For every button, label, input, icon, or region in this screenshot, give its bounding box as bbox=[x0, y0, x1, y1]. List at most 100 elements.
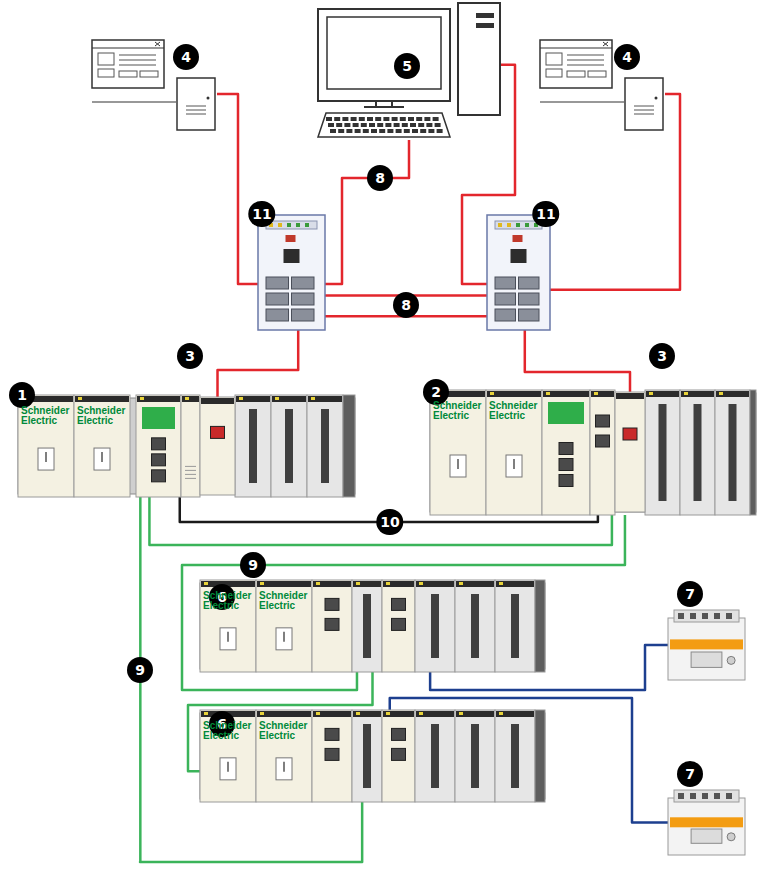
rack-module bbox=[352, 580, 382, 672]
ethernet-module-drawing bbox=[200, 397, 235, 495]
ethernet-switch-drawing bbox=[487, 215, 550, 330]
led bbox=[499, 582, 503, 585]
ethernet-port bbox=[152, 470, 166, 482]
server-tower bbox=[625, 78, 663, 130]
rack-module bbox=[307, 395, 343, 497]
key bbox=[377, 123, 383, 127]
key bbox=[392, 117, 398, 121]
server-tower bbox=[177, 78, 215, 130]
rack-module bbox=[495, 580, 535, 672]
led bbox=[296, 223, 300, 227]
stroke bbox=[513, 459, 515, 469]
monitor bbox=[318, 9, 450, 101]
key bbox=[344, 123, 350, 127]
power-meter-drawing bbox=[668, 610, 745, 680]
meter-display bbox=[691, 652, 722, 667]
key bbox=[363, 129, 369, 133]
rack-module bbox=[495, 710, 535, 802]
cpu-display bbox=[142, 407, 175, 429]
module-body bbox=[200, 397, 235, 495]
stroke bbox=[185, 466, 196, 467]
led bbox=[419, 712, 423, 715]
ethernet-port bbox=[392, 598, 406, 610]
callout-number: 11 bbox=[532, 201, 559, 227]
callout-number: 5 bbox=[394, 53, 420, 79]
rack-module bbox=[455, 710, 495, 802]
led bbox=[499, 712, 503, 715]
led bbox=[260, 582, 264, 585]
key bbox=[412, 129, 418, 133]
rack-module bbox=[455, 580, 495, 672]
terminal-block bbox=[674, 790, 739, 802]
ethernet-port bbox=[292, 309, 315, 321]
module-top bbox=[496, 711, 534, 717]
stroke bbox=[567, 54, 604, 55]
cpu-display bbox=[548, 402, 584, 424]
rack-module bbox=[312, 710, 352, 802]
callout-number: 7 bbox=[677, 761, 703, 787]
callout-number: 9 bbox=[127, 657, 153, 683]
callout-number: 7 bbox=[677, 581, 703, 607]
ethernet-switch: 11 bbox=[487, 215, 550, 330]
ethernet-port bbox=[392, 728, 406, 740]
terminal bbox=[678, 793, 684, 799]
io-connector bbox=[659, 404, 667, 501]
stroke bbox=[603, 42, 608, 46]
module-top bbox=[496, 581, 534, 587]
key bbox=[375, 117, 381, 121]
shape bbox=[98, 69, 114, 77]
rack-module bbox=[181, 395, 200, 497]
led bbox=[516, 223, 520, 227]
ethernet-port bbox=[325, 618, 339, 630]
callout-number: 4 bbox=[173, 44, 199, 70]
module-top bbox=[257, 581, 311, 587]
power-switch bbox=[276, 628, 292, 650]
stroke bbox=[185, 474, 196, 475]
stroke bbox=[567, 59, 604, 60]
key bbox=[342, 117, 348, 121]
led bbox=[525, 223, 529, 227]
terminal bbox=[690, 613, 696, 619]
led bbox=[594, 392, 598, 395]
led bbox=[287, 223, 291, 227]
led bbox=[311, 397, 315, 400]
rack-module bbox=[680, 390, 715, 515]
key bbox=[361, 123, 367, 127]
ethernet-cable bbox=[525, 330, 630, 392]
key bbox=[328, 123, 334, 127]
key bbox=[400, 117, 406, 121]
meter-body bbox=[668, 798, 745, 855]
callout-number: 3 bbox=[177, 343, 203, 369]
stroke bbox=[101, 452, 103, 462]
plc-rack: 2Schneider ElectricSchneider Electric3 bbox=[430, 390, 756, 515]
ethernet-module: 3 bbox=[615, 392, 645, 512]
led bbox=[185, 397, 189, 400]
meter-body bbox=[668, 618, 745, 680]
ethernet-port bbox=[292, 277, 315, 289]
led bbox=[655, 97, 658, 100]
meter-knob bbox=[727, 833, 735, 841]
key bbox=[369, 123, 375, 127]
stroke bbox=[45, 452, 47, 462]
module-top bbox=[416, 711, 454, 717]
ethernet-port bbox=[152, 454, 166, 466]
led bbox=[546, 392, 550, 395]
io-connector bbox=[511, 594, 519, 658]
terminal bbox=[714, 613, 720, 619]
module-top bbox=[681, 391, 714, 397]
stroke bbox=[634, 110, 654, 111]
terminal bbox=[690, 793, 696, 799]
shape bbox=[119, 71, 137, 77]
stroke bbox=[155, 42, 160, 46]
rack-module bbox=[312, 580, 352, 672]
terminal bbox=[678, 613, 684, 619]
terminal bbox=[726, 613, 732, 619]
ethernet-port bbox=[325, 748, 339, 760]
power-switch bbox=[220, 628, 236, 650]
module-top bbox=[353, 581, 381, 587]
stroke bbox=[227, 762, 229, 772]
ethernet-switch-drawing bbox=[258, 215, 325, 330]
stroke bbox=[119, 59, 156, 60]
key bbox=[353, 123, 359, 127]
io-rack: 6Schneider ElectricSchneider Electric bbox=[200, 580, 545, 672]
